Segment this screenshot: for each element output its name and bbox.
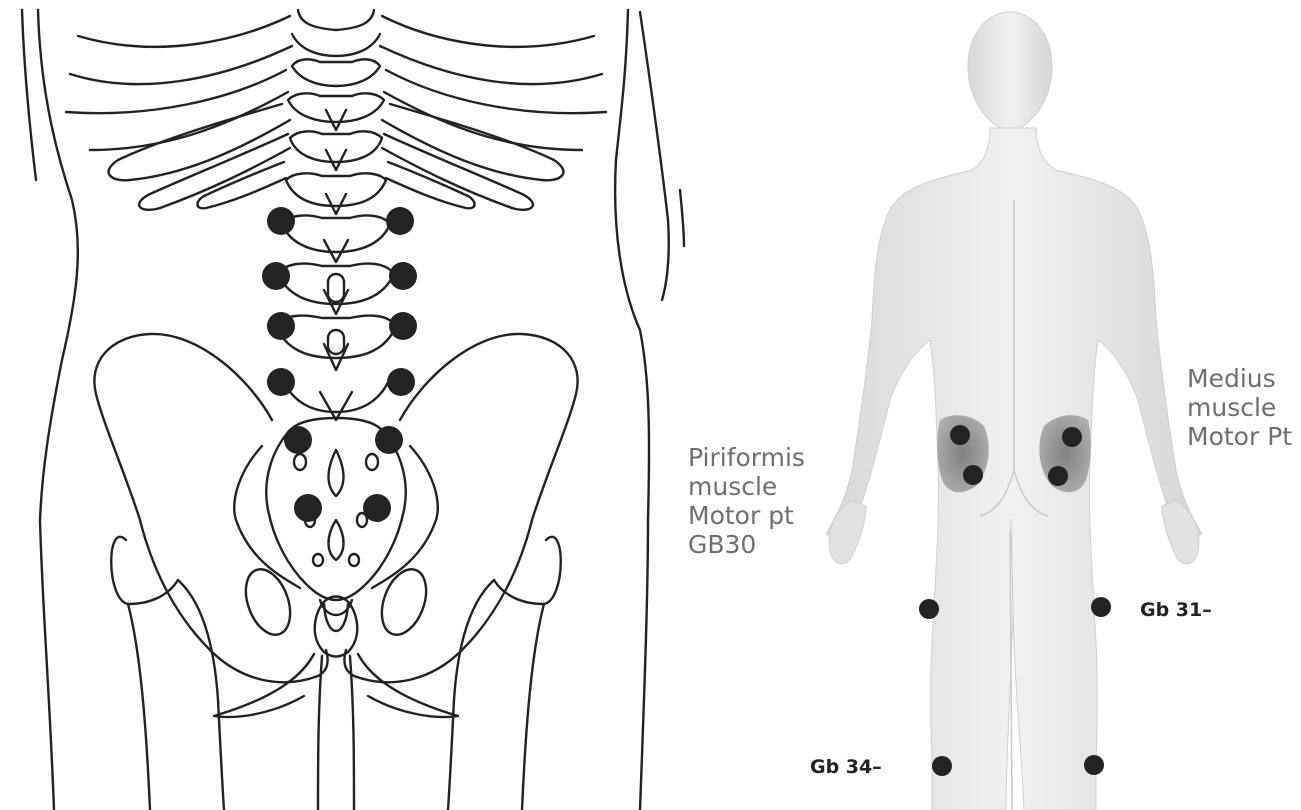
medius-motor-point-left <box>950 425 970 445</box>
medius-motor-point-right <box>1062 427 1082 447</box>
head <box>968 12 1052 132</box>
gb31-label: Gb 31– <box>1140 599 1212 621</box>
gb30-point-right <box>1048 466 1068 486</box>
gb31-point-right <box>1091 597 1111 617</box>
gb30-point-left <box>963 465 983 485</box>
gb34-point-right <box>1084 755 1104 775</box>
medius-label: Medius muscle Motor Pt <box>1187 364 1292 451</box>
gb31-point-left <box>919 599 939 619</box>
piriformis-label: Piriformis muscle Motor pt GB30 <box>688 443 805 559</box>
hand-right <box>1162 500 1199 564</box>
hand-left <box>829 500 866 564</box>
gb34-label: Gb 34– <box>810 756 882 778</box>
gb34-point-left <box>932 756 952 776</box>
